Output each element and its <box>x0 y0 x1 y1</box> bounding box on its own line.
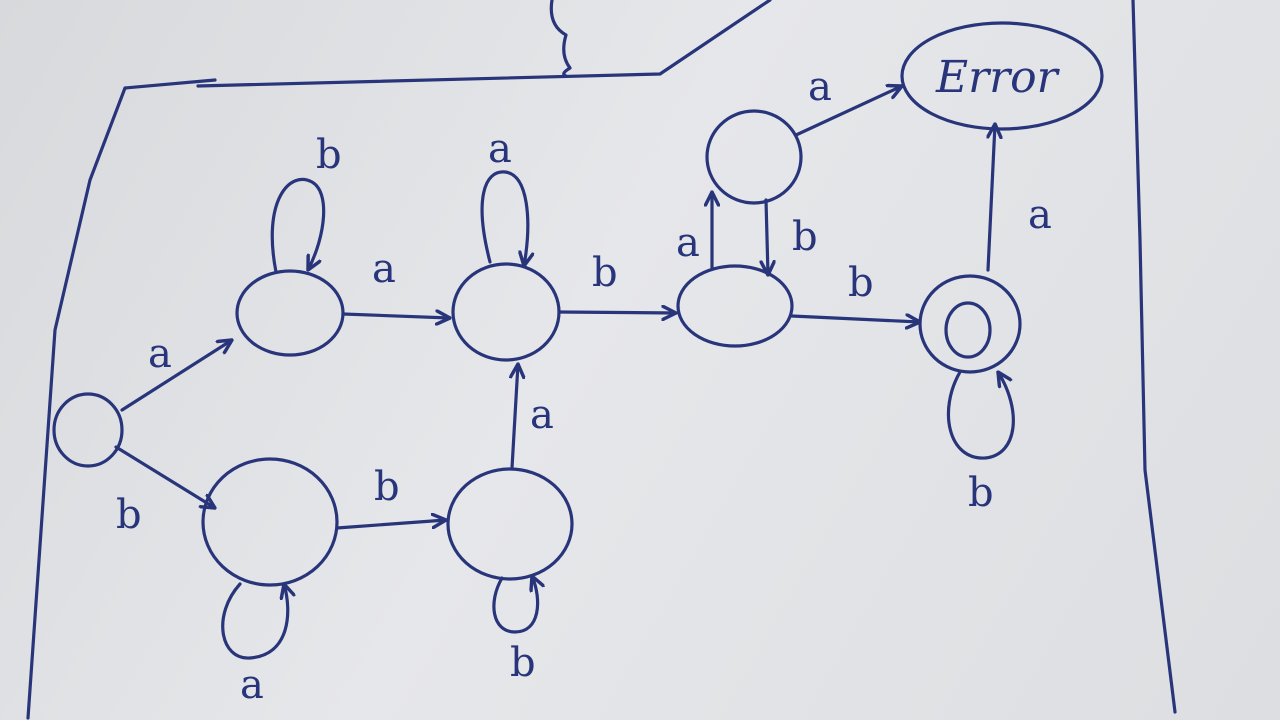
label-upper-self: b <box>316 132 342 178</box>
edge-upper-middle <box>341 314 450 318</box>
edge-bottom-mid-middle <box>512 364 518 470</box>
loop-bottom-mid <box>492 576 538 634</box>
paper-border <box>26 0 1177 720</box>
loop-lower <box>221 584 288 660</box>
state-top <box>705 109 803 205</box>
state-middle <box>451 262 561 362</box>
label-bottom-mid-middle: a <box>530 392 554 438</box>
loop-upper <box>270 177 326 274</box>
label-middle-right: b <box>592 250 618 296</box>
label-right-top: a <box>676 220 700 266</box>
edge-accept-error <box>988 124 995 272</box>
state-bottom-mid <box>446 467 574 581</box>
edge-right-accept <box>790 316 920 322</box>
label-upper-middle: a <box>372 246 396 292</box>
edge-start-lower <box>114 445 215 508</box>
label-accept-error: a <box>1028 192 1052 238</box>
edge-top-right <box>766 198 768 277</box>
label-middle-self: a <box>488 126 512 172</box>
label-top-error: a <box>808 64 832 110</box>
label-start-lower: b <box>116 492 142 538</box>
state-start <box>52 392 124 468</box>
state-upper <box>235 269 345 357</box>
error-state-label: Error <box>935 52 1061 103</box>
state-right <box>676 264 794 348</box>
sketch-fragment <box>549 0 572 78</box>
label-accept-self: b <box>968 470 994 516</box>
label-lower-bottom-mid: b <box>374 464 400 510</box>
edge-middle-right <box>557 312 678 313</box>
label-right-accept: b <box>848 260 874 306</box>
edge-lower-bottom-mid <box>335 520 446 530</box>
label-lower-self: a <box>240 662 264 708</box>
state-lower <box>201 457 339 587</box>
label-top-right: b <box>792 214 818 260</box>
edge-start-upper <box>120 340 232 412</box>
loop-middle <box>480 170 528 266</box>
edge-top-error <box>794 86 902 137</box>
label-bottom-mid-self: b <box>510 640 536 686</box>
loop-accept <box>946 372 1015 460</box>
state-accept-inner <box>944 301 992 359</box>
label-start-upper: a <box>148 331 172 377</box>
